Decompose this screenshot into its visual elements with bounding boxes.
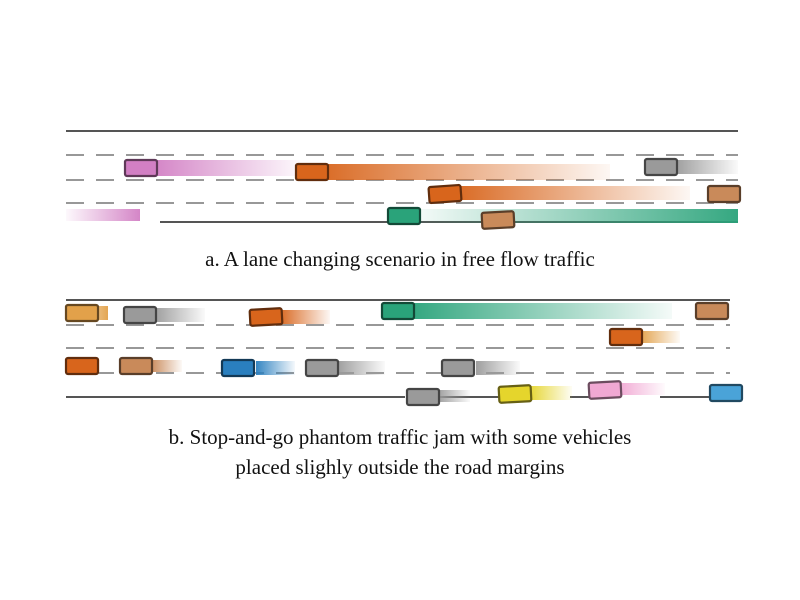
vehicle-green	[386, 206, 422, 226]
vehicle-gray	[122, 305, 158, 325]
vehicle-trail	[155, 308, 205, 322]
caption-b-line1: b. Stop-and-go phantom traffic jam with …	[168, 425, 632, 449]
vehicle-trail	[476, 361, 520, 375]
vehicle-trail	[325, 164, 610, 180]
vehicle-tan	[694, 301, 730, 321]
vehicle-blue	[220, 358, 256, 378]
vehicle-trail	[438, 390, 470, 402]
vehicle-green	[380, 301, 416, 321]
vehicle-amber	[64, 303, 100, 323]
vehicle-gray	[440, 358, 476, 378]
vehicle-trail	[413, 303, 672, 319]
vehicle-orange	[427, 183, 463, 205]
vehicle-trail	[620, 383, 665, 395]
vehicle-yellow	[497, 384, 533, 404]
vehicle-sky	[708, 383, 744, 403]
caption-a: a. A lane changing scenario in free flow…	[0, 244, 800, 274]
vehicle-tan	[706, 184, 742, 204]
vehicle-trail	[152, 360, 182, 372]
vehicle-trail	[338, 361, 385, 375]
caption-a-text: a. A lane changing scenario in free flow…	[205, 247, 595, 271]
vehicle-trail	[281, 310, 330, 324]
vehicle-gray	[304, 358, 340, 378]
vehicle-trail	[256, 361, 295, 375]
vehicle-pink	[587, 380, 623, 400]
vehicle-tan	[118, 356, 154, 376]
vehicle-tan	[480, 210, 516, 230]
vehicle-trail	[66, 209, 140, 221]
vehicle-trail	[530, 386, 572, 400]
vehicle-magenta	[123, 158, 159, 178]
caption-b: b. Stop-and-go phantom traffic jam with …	[0, 422, 800, 482]
vehicle-gray	[405, 387, 441, 407]
vehicle-trail	[460, 186, 690, 200]
vehicle-trail	[418, 209, 738, 223]
vehicle-gray	[643, 157, 679, 177]
vehicle-trail	[641, 331, 680, 343]
vehicle-trail	[676, 160, 738, 174]
vehicle-orange	[608, 327, 644, 347]
vehicle-orange	[248, 307, 284, 327]
vehicle-orange	[64, 356, 100, 376]
vehicle-orange	[294, 162, 330, 182]
caption-b-line2: placed slighly outside the road margins	[235, 455, 565, 479]
vehicle-trail	[155, 160, 300, 176]
